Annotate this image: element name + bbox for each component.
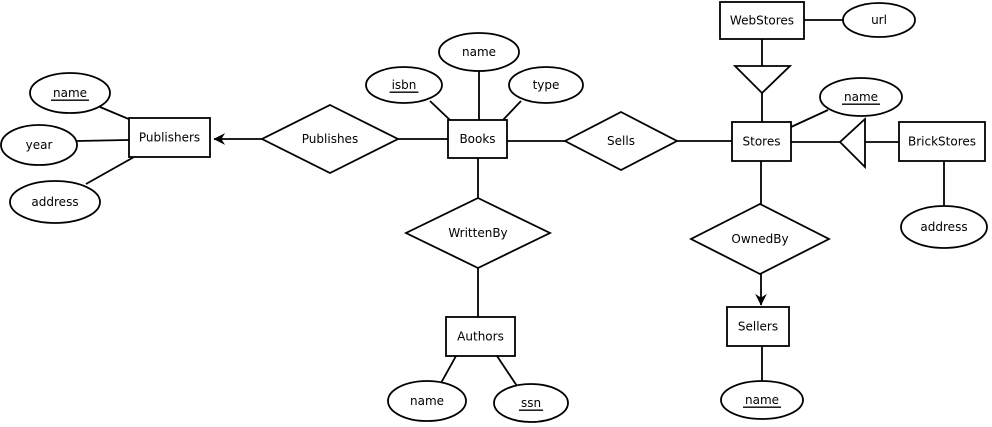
attribute-brickstores-address <box>900 205 988 249</box>
attribute-webstores-url <box>842 2 916 38</box>
relationship-label-sells: Sells <box>607 134 635 148</box>
entity-sellers <box>726 306 790 347</box>
edge-books-isbn <box>429 100 452 122</box>
attribute-label-authors-ssn: ssn <box>521 396 541 410</box>
relationship-label-writtenby: WrittenBy <box>448 226 507 240</box>
attribute-publishers-name <box>29 72 111 114</box>
attribute-label-publishers-year: year <box>26 138 53 152</box>
attribute-sellers-name <box>720 380 804 420</box>
edge-publishers-address <box>85 156 135 185</box>
relationship-publishes <box>259 103 401 175</box>
attribute-publishers-year <box>0 124 78 166</box>
entity-webstores <box>719 1 805 40</box>
attribute-books-isbn <box>365 66 443 104</box>
attribute-label-stores-name: name <box>844 90 878 104</box>
entity-label-authors: Authors <box>457 330 504 344</box>
attribute-label-books-isbn: isbn <box>392 78 417 92</box>
entity-label-brickstores: BrickStores <box>908 135 976 149</box>
edge-books-type <box>501 100 522 122</box>
edges-layer <box>76 19 945 387</box>
relationship-writtenby <box>403 196 553 270</box>
relationship-label-publishes: Publishes <box>302 132 358 146</box>
relationship-label-ownedby: OwnedBy <box>731 232 788 246</box>
entity-brickstores <box>898 121 986 162</box>
attribute-label-books-name: name <box>462 45 496 59</box>
entity-books <box>447 119 508 159</box>
relationship-ownedby <box>689 202 831 276</box>
entity-authors <box>445 316 516 357</box>
attribute-publishers-address <box>9 180 101 224</box>
attribute-label-brickstores-address: address <box>920 220 967 234</box>
relationship-sells <box>563 110 679 172</box>
attribute-label-publishers-name: name <box>53 86 87 100</box>
attribute-books-name <box>438 32 520 72</box>
entity-label-publishers: Publishers <box>139 131 200 145</box>
isa-brickstores-stores <box>838 116 866 170</box>
entity-label-books: Books <box>459 132 495 146</box>
entity-stores <box>731 121 792 162</box>
entity-label-stores: Stores <box>743 135 781 149</box>
attribute-label-webstores-url: url <box>871 13 887 27</box>
attribute-label-authors-name: name <box>410 394 444 408</box>
entity-label-webstores: WebStores <box>730 14 794 28</box>
attribute-authors-ssn <box>493 383 569 423</box>
edge-authors-ssn <box>496 355 518 387</box>
attribute-authors-name <box>387 380 467 422</box>
entity-publishers <box>128 117 211 158</box>
attribute-label-publishers-address: address <box>31 195 78 209</box>
edge-stores-name <box>790 109 829 128</box>
edge-publishers-year <box>76 139 130 142</box>
attribute-stores-name <box>819 77 903 117</box>
attribute-label-sellers-name: name <box>745 393 779 407</box>
isa-webstores-stores <box>732 65 793 95</box>
entity-label-sellers: Sellers <box>738 320 778 334</box>
edge-authors-name <box>440 355 457 384</box>
edge-publishers-name <box>99 106 132 121</box>
attribute-books-type <box>508 66 584 104</box>
attribute-label-books-type: type <box>533 78 560 92</box>
